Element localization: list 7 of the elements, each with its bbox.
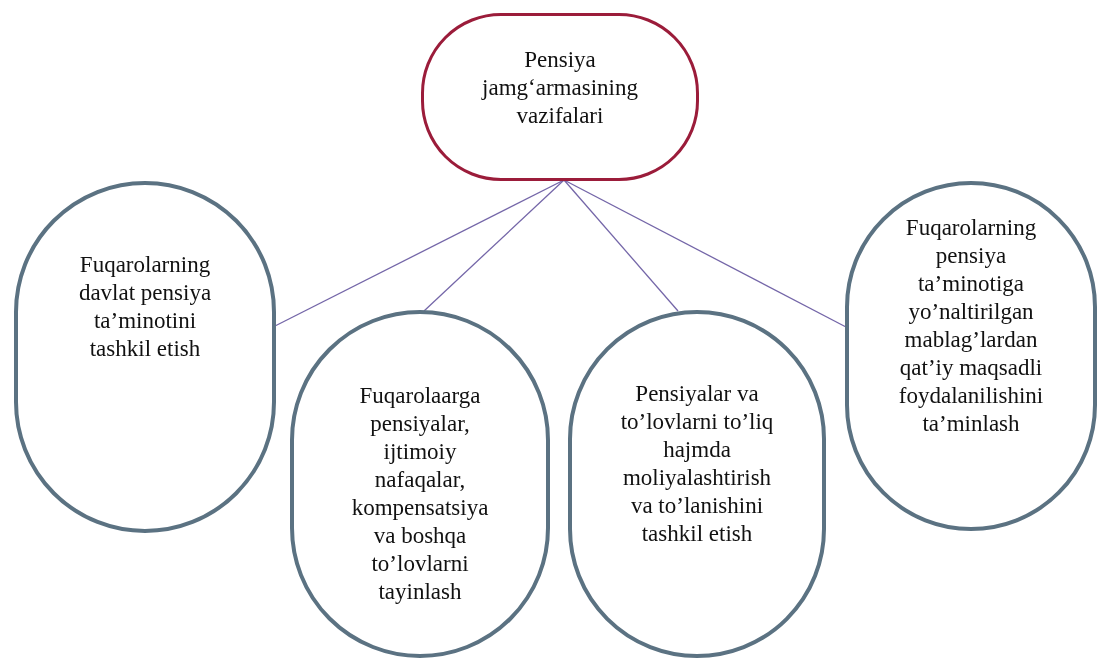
node-text: Fuqarolarning davlat pensiya ta’minotini tashkil etish: [77, 251, 213, 363]
connector-line: [563, 179, 679, 312]
node-text: Fuqarolarning pensiya ta’minotiga yo’naltirilgan mablag’lardan qat’iy maqsadli foydalanilishini ta’minlash: [897, 214, 1045, 438]
node-text: Pensiya jamg‘armasining vazifalari: [480, 46, 639, 130]
connector-line: [423, 179, 565, 312]
node-text: Fuqarolaarga pensiyalar, ijtimoiy nafaqalar, kompensatsiya va boshqa to’lovlarni tayinlash: [350, 382, 490, 606]
node-text: Pensiyalar va to’lovlarni to’liq hajmda moliyalashtirish va to’lanishini tashkil etish: [619, 380, 775, 548]
